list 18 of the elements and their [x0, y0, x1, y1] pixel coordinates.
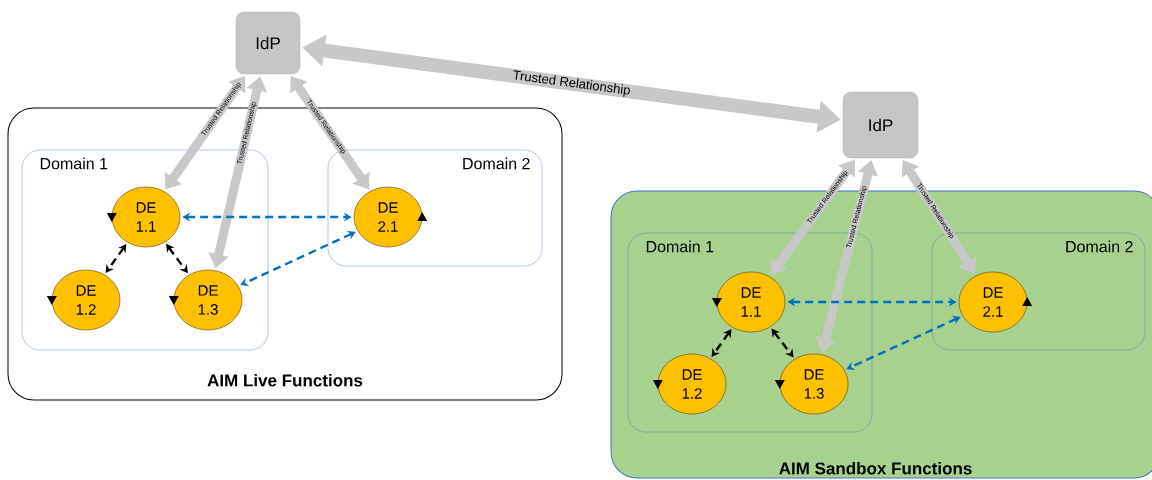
arrow [182, 212, 352, 222]
arrow [240, 231, 356, 286]
ellipse-node: DE 1.2 [657, 353, 727, 415]
provider-box: IdP [235, 11, 301, 75]
ellipse-node: DE 2.1 [958, 271, 1028, 333]
ellipse-node: DE 1.3 [173, 269, 243, 331]
arrow [105, 244, 127, 273]
arrow [711, 329, 732, 357]
ellipse-node: DE 1.1 [111, 186, 181, 248]
provider-box: IdP [842, 91, 919, 159]
ellipse-node: DE 1.2 [51, 269, 121, 331]
ellipse-node: DE 2.1 [353, 186, 423, 248]
arrow [787, 297, 957, 307]
arrow [846, 315, 961, 371]
edge-label: Trusted Relationship [511, 69, 632, 99]
ellipse-node: DE 1.3 [779, 353, 849, 415]
ellipse-node: DE 1.1 [716, 271, 786, 333]
arrow [901, 160, 977, 274]
